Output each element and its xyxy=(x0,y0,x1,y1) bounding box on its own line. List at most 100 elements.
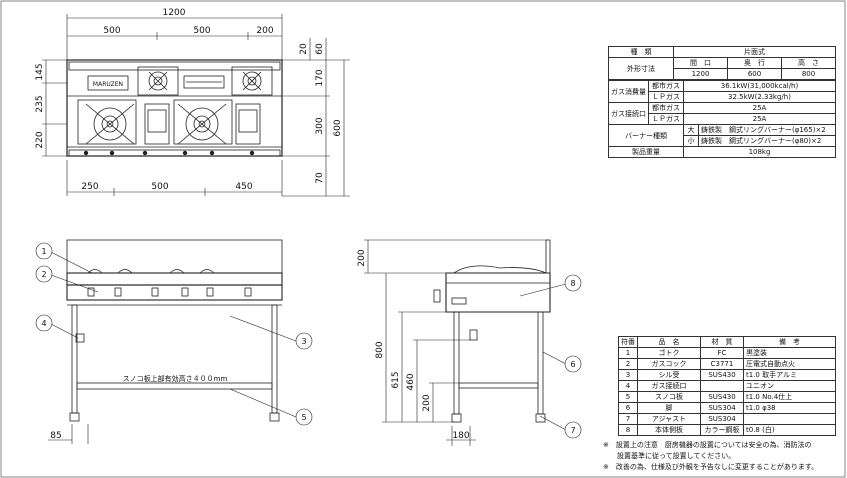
dim-side-1: 200 xyxy=(357,249,367,266)
front-shelf xyxy=(76,382,273,390)
callout-4: 4 xyxy=(41,319,46,328)
part-no: 3 xyxy=(618,369,638,381)
big-burner-right xyxy=(173,99,233,145)
front-leg-left xyxy=(71,304,78,414)
note-line: ※ 改善の為、仕様及び外観を予告なしに変更することがあります。 xyxy=(603,463,819,471)
side-dimensions xyxy=(364,239,546,446)
spec-size-depth: 600 xyxy=(727,68,782,80)
callout-3: 3 xyxy=(301,337,306,346)
dim-side-3: 615 xyxy=(391,371,401,388)
dim-bottom-3: 450 xyxy=(235,182,252,192)
part-name: ゴトク xyxy=(637,347,701,359)
part-material: SUS304 xyxy=(700,413,744,425)
part-no: 6 xyxy=(618,402,638,414)
spec-type-value: 片面式 xyxy=(673,46,836,58)
dim-bottom-1: 250 xyxy=(81,182,98,192)
spec-conn-lp-label: ＬＰガス xyxy=(648,113,684,125)
brand-plate xyxy=(87,75,129,91)
dim-top-seg-2: 500 xyxy=(193,26,210,36)
part-note: t1.0 No.4仕上 xyxy=(743,391,836,403)
part-name: ガス接続口 xyxy=(637,380,701,392)
spec-weight-label: 製品重量 xyxy=(608,146,684,158)
dim-right-1: 170 xyxy=(315,69,325,86)
spec-size-head-width: 間 口 xyxy=(673,57,728,69)
part-note: ユニオン xyxy=(743,380,836,392)
part-no: 1 xyxy=(618,347,638,359)
part-no: 4 xyxy=(618,380,638,392)
top-dimensions xyxy=(42,14,350,197)
dim-right-small-2: 60 xyxy=(315,43,325,55)
front-control-panel xyxy=(66,284,283,301)
side-backsplash xyxy=(545,239,551,274)
dim-left-1: 145 xyxy=(35,63,45,80)
part-material: FC xyxy=(700,347,744,359)
spec-burner-big-size: 大 xyxy=(683,124,699,136)
front-backsplash xyxy=(66,239,283,274)
callout-7: 7 xyxy=(570,426,575,435)
parts-head-name: 品 名 xyxy=(637,336,701,348)
notes: ※ 設置上の注意 厨房機器の設置については安全の為、消防法の 設置基準に従って設… xyxy=(603,440,818,473)
spec-burner-label: バーナー種類 xyxy=(608,124,684,147)
spec-size-head-height: 高 さ xyxy=(781,57,836,69)
part-material: SUS430 xyxy=(700,391,744,403)
part-no: 8 xyxy=(618,424,638,436)
grate-panel-right xyxy=(235,103,261,145)
big-burner-left xyxy=(77,99,137,145)
dim-right-small-1: 20 xyxy=(299,43,309,55)
part-name: スノコ板 xyxy=(637,391,701,403)
spec-conn-toshi: 25A xyxy=(683,102,836,114)
front-callouts xyxy=(35,242,313,426)
part-material: SUS304 xyxy=(700,402,744,414)
spec-gas-table: ガス消費量 都市ガス 36.1kW(31,000kcal/h) ＬＰガス 32.… xyxy=(608,80,836,158)
shelf-clearance-note: スノコ板上部有効高さ４００mm xyxy=(123,374,228,383)
grate-panel-left xyxy=(144,103,170,145)
part-name: シル受 xyxy=(637,369,701,381)
spec-cons-toshi: 36.1kW(31,000kcal/h) xyxy=(683,80,836,92)
side-leg-back xyxy=(537,311,544,415)
top-view-outline xyxy=(66,59,283,157)
callout-2: 2 xyxy=(41,270,46,279)
spec-gas-conn-label: ガス接続口 xyxy=(608,102,649,125)
spec-burner-small: 鋳鉄製 鋼式リングバーナー(φ80)×2 xyxy=(698,135,836,147)
dim-side-2: 800 xyxy=(375,341,385,358)
spec-size-height: 800 xyxy=(781,68,836,80)
spec-conn-lp: 25A xyxy=(683,113,836,125)
spec-burner-small-size: 小 xyxy=(683,135,699,147)
front-cooktop xyxy=(66,272,283,286)
spec-conn-toshi-label: 都市ガス xyxy=(648,102,684,114)
part-material: C3771 xyxy=(700,358,744,370)
spec-size-width: 1200 xyxy=(673,68,728,80)
dim-side-4: 460 xyxy=(406,373,416,390)
spec-cons-lp: 32.5kW(2.33kg/h) xyxy=(683,91,836,103)
top-view: MARUZEN xyxy=(66,59,283,157)
part-material: カラー鋼板 xyxy=(700,424,744,436)
front-knobs xyxy=(87,287,252,297)
top-dim-labels: 1200 500 500 200 145 235 220 20 60 170 3… xyxy=(35,8,343,192)
parts-head-no: 符番 xyxy=(618,336,638,348)
backsplash xyxy=(68,61,281,71)
adjuster-left xyxy=(69,412,80,422)
part-note: t1.0 φ38 xyxy=(743,402,836,414)
parts-header: 符番 品 名 材 質 備 考 xyxy=(618,336,836,348)
spec-type-label: 種 類 xyxy=(608,46,674,58)
part-note: 圧電式自動点火 xyxy=(743,358,836,370)
dim-bottom-2: 500 xyxy=(151,182,168,192)
note-line: ※ 設置上の注意 厨房機器の設置については安全の為、消防法の xyxy=(603,441,812,449)
dim-top-seg-1: 500 xyxy=(103,26,120,36)
dim-right-total: 600 xyxy=(333,119,343,136)
side-nameplate xyxy=(451,297,467,305)
part-note: t0.8 (白) xyxy=(743,424,836,436)
spec-size-head-depth: 奥 行 xyxy=(727,57,782,69)
part-no: 2 xyxy=(618,358,638,370)
parts-head-note: 備 考 xyxy=(743,336,836,348)
spec-table: 種 類 片面式 外形寸法 間 口 奥 行 高 さ 1200 600 800 xyxy=(608,46,836,80)
adjuster-right xyxy=(269,412,280,422)
